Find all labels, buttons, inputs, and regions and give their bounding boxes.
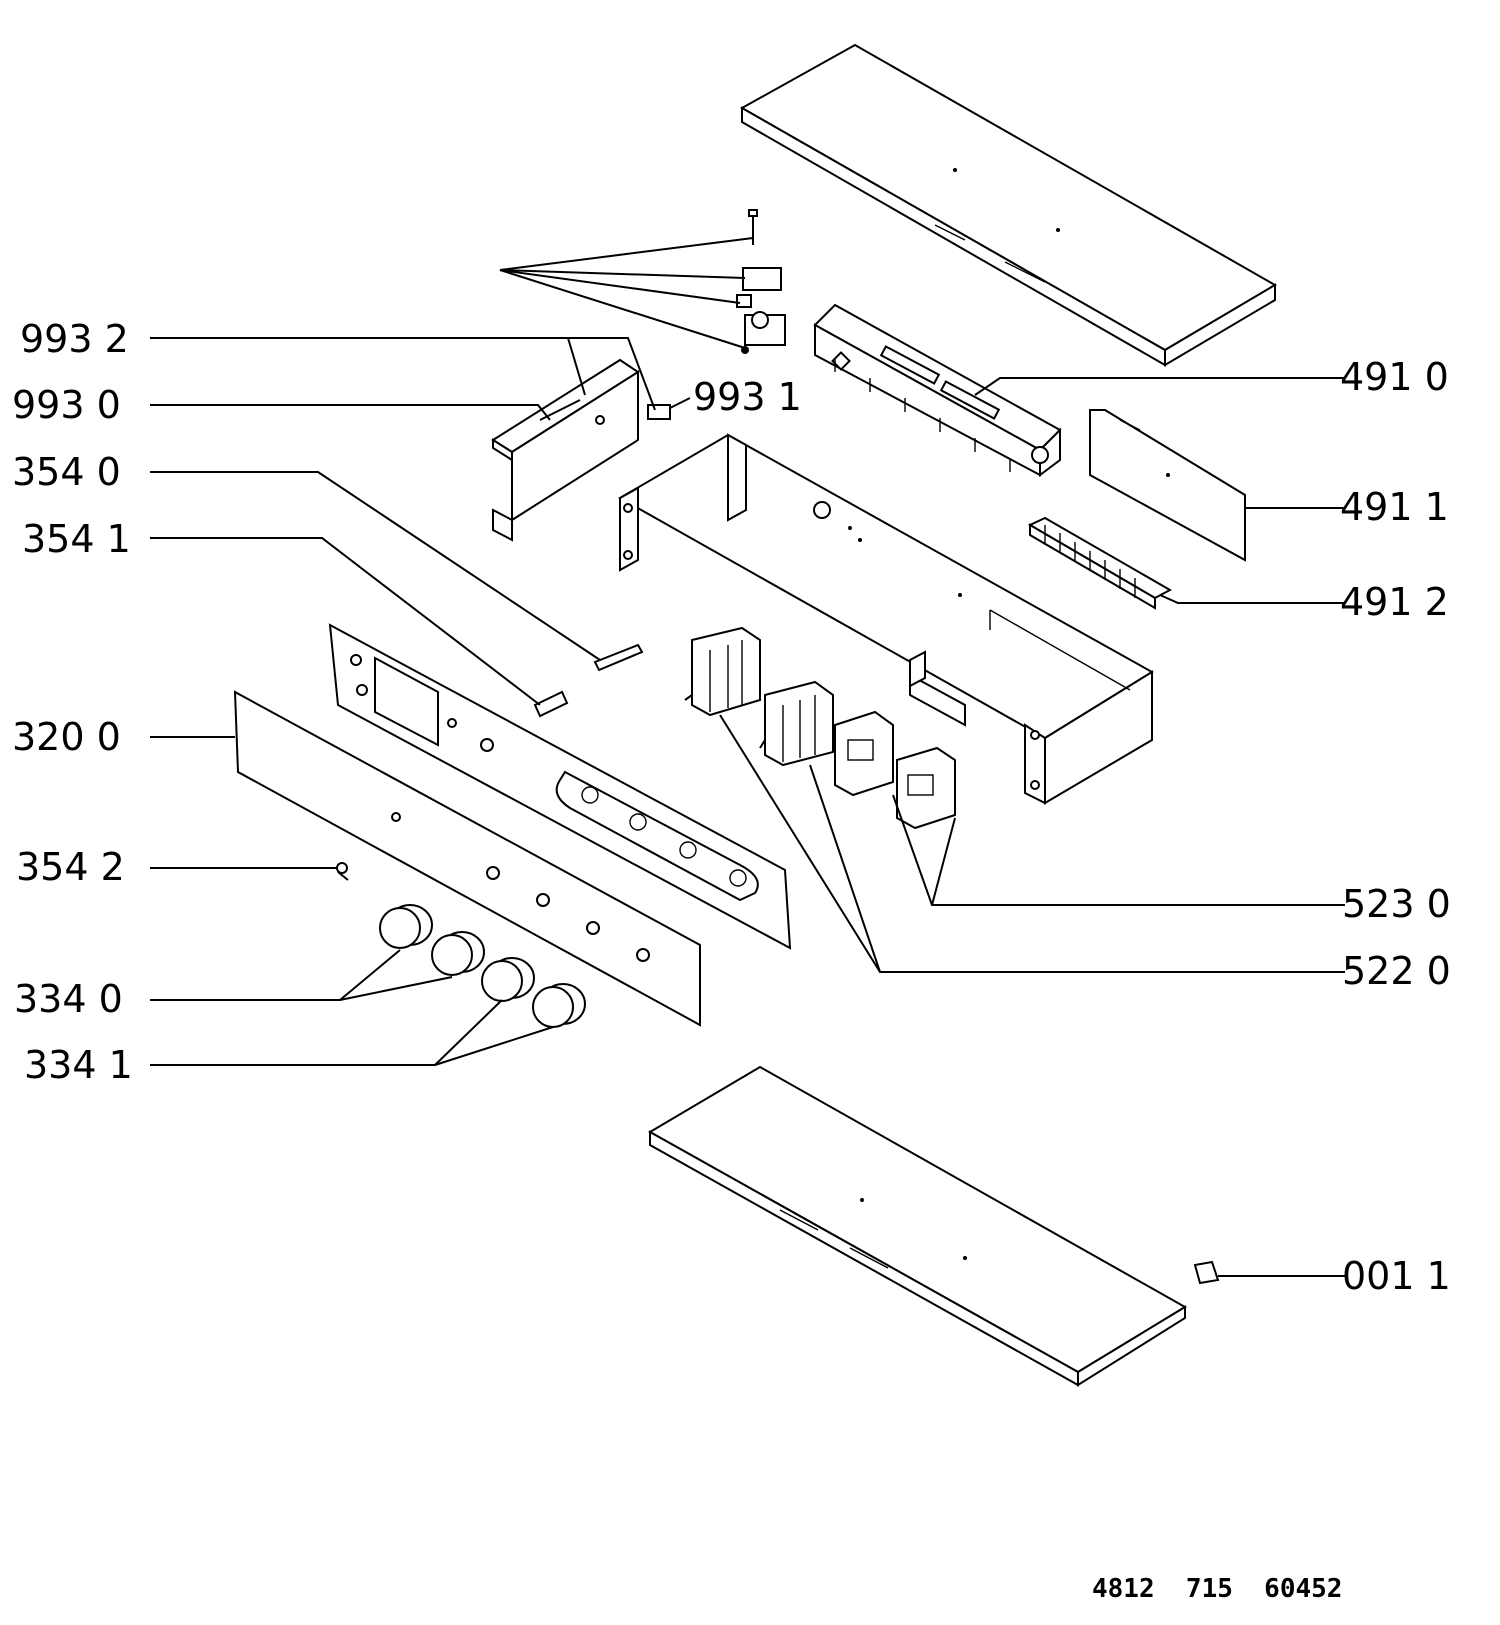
clip-part — [647, 404, 671, 420]
bottom-cover-panel — [647, 1065, 1187, 1387]
cover-plate — [1089, 409, 1246, 562]
label-354-1: 354 1 — [22, 517, 131, 561]
control-knob-2 — [431, 931, 485, 976]
hardware-cluster — [499, 209, 786, 354]
label-491-1: 491 1 — [1340, 485, 1449, 529]
label-993-1: 993 1 — [693, 375, 802, 419]
label-354-2: 354 2 — [16, 845, 125, 889]
push-switch-1 — [834, 710, 894, 797]
terminal-block-housing — [813, 303, 1062, 477]
label-523-0: 523 0 — [1342, 882, 1451, 926]
push-switch-2 — [896, 746, 956, 830]
label-001-1: 001 1 — [1342, 1254, 1451, 1298]
inner-front-plate — [328, 623, 792, 950]
label-491-2: 491 2 — [1340, 580, 1449, 624]
label-993-0: 993 0 — [12, 383, 121, 427]
rotary-switch-1 — [684, 626, 761, 717]
control-box-chassis — [617, 433, 1154, 805]
leader-lines — [150, 337, 1345, 1277]
top-cover-panel — [739, 43, 1277, 367]
label-993-2: 993 2 — [20, 317, 129, 361]
terminal-strip — [1027, 516, 1173, 610]
mounting-bracket — [491, 358, 640, 542]
part-labels: 993 2 993 0 354 0 354 1 320 0 354 2 334 … — [12, 317, 1451, 1298]
control-knob-1 — [379, 904, 433, 949]
small-screw — [336, 862, 349, 881]
document-number: 4812 715 60452 — [1092, 1574, 1342, 1604]
control-knob-3 — [481, 957, 535, 1002]
control-knob-4 — [532, 983, 586, 1028]
label-522-0: 522 0 — [1342, 949, 1451, 993]
label-354-0: 354 0 — [12, 450, 121, 494]
label-334-1: 334 1 — [24, 1043, 133, 1087]
shaft-short — [533, 690, 569, 718]
front-control-panel — [233, 690, 701, 1027]
retaining-clip — [1193, 1260, 1220, 1285]
label-334-0: 334 0 — [14, 977, 123, 1021]
shaft-long — [593, 643, 644, 672]
angle-bracket — [909, 650, 966, 727]
label-320-0: 320 0 — [12, 715, 121, 759]
rotary-switch-2 — [759, 680, 834, 767]
label-491-0: 491 0 — [1340, 355, 1449, 399]
